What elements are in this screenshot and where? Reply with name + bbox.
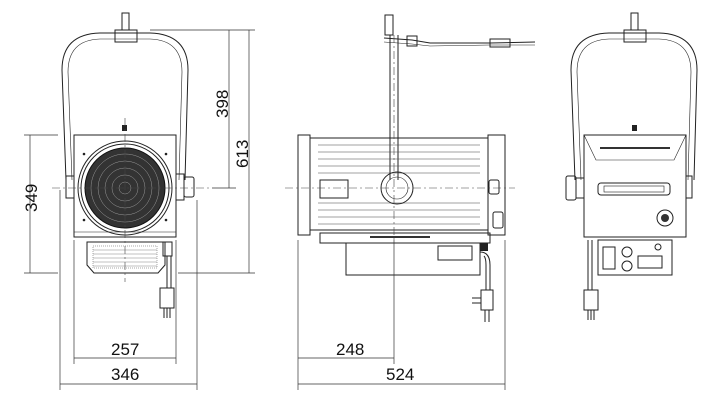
dim-346: 346 [111, 365, 139, 384]
front-dimensions: 349 398 613 257 346 [22, 29, 255, 390]
rear-handle [597, 182, 671, 196]
dmx-in [621, 246, 633, 258]
tilt-knob [183, 176, 195, 198]
front-lens-ring [297, 134, 311, 236]
safety-cable [383, 37, 536, 44]
dim-398: 398 [213, 90, 232, 118]
dim-248: 248 [336, 340, 364, 359]
side-view [285, 14, 536, 322]
tilt-lock-left [65, 175, 75, 199]
dmx-out [621, 260, 633, 272]
dim-349: 349 [22, 184, 41, 212]
power-plug [159, 287, 175, 309]
dim-613: 613 [233, 140, 252, 168]
power-connector [602, 246, 616, 270]
focus-knob [656, 209, 674, 227]
side-dimensions: 248 524 [297, 240, 506, 390]
front-view [52, 12, 210, 318]
side-power-plug [480, 289, 494, 311]
yoke-clamp [114, 29, 138, 43]
display [637, 255, 663, 269]
side-ballast-box [345, 242, 481, 276]
dim-257: 257 [111, 340, 139, 359]
rear-view [565, 12, 698, 320]
dim-524: 524 [386, 365, 414, 384]
yoke [61, 32, 189, 181]
control-panel [597, 239, 673, 276]
ballast-box [86, 241, 166, 274]
